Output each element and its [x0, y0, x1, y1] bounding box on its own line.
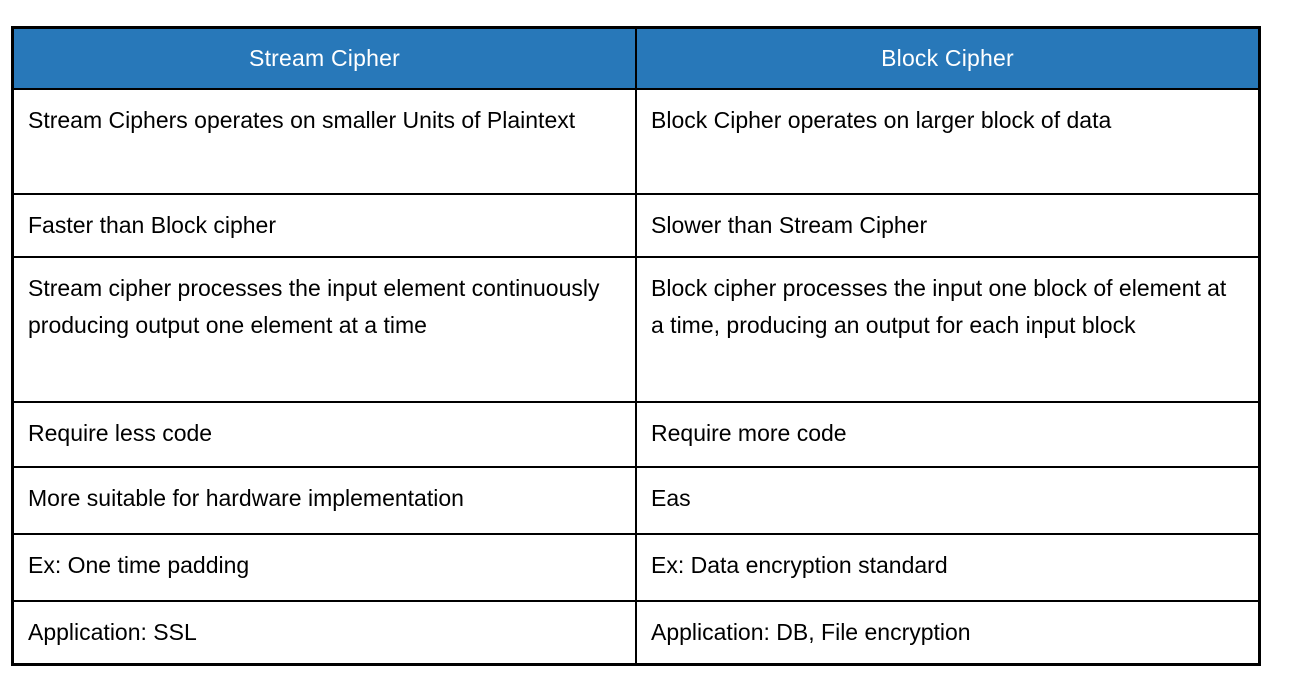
- stream-cipher-cell: Faster than Block cipher: [11, 192, 637, 258]
- header-row: Stream Cipher Block Cipher: [11, 26, 1261, 90]
- column-header-block-cipher: Block Cipher: [635, 26, 1261, 90]
- stream-cipher-cell: Stream Ciphers operates on smaller Units…: [11, 87, 637, 195]
- block-cipher-cell: Application: DB, File encryption: [635, 599, 1261, 665]
- stream-cipher-cell: Stream cipher processes the input elemen…: [11, 255, 637, 403]
- block-cipher-cell: Block cipher processes the input one blo…: [635, 255, 1261, 403]
- stream-cipher-cell: Require less code: [11, 400, 637, 468]
- column-header-stream-cipher: Stream Cipher: [11, 26, 637, 90]
- block-cipher-cell: Eas: [635, 465, 1261, 535]
- block-cipher-cell: Slower than Stream Cipher: [635, 192, 1261, 258]
- table-row: Stream cipher processes the input elemen…: [11, 255, 1261, 403]
- block-cipher-cell: Block Cipher operates on larger block of…: [635, 87, 1261, 195]
- cipher-comparison-table: Stream Cipher Block Cipher Stream Cipher…: [11, 26, 1261, 666]
- stream-cipher-cell: Application: SSL: [11, 599, 637, 665]
- cipher-comparison-table-container: Stream Cipher Block Cipher Stream Cipher…: [11, 26, 1261, 666]
- table-row: Application: SSL Application: DB, File e…: [11, 599, 1261, 665]
- table-row: More suitable for hardware implementatio…: [11, 465, 1261, 535]
- table-row: Require less code Require more code: [11, 400, 1261, 468]
- table-row: Stream Ciphers operates on smaller Units…: [11, 87, 1261, 195]
- stream-cipher-cell: More suitable for hardware implementatio…: [11, 465, 637, 535]
- table-row: Faster than Block cipher Slower than Str…: [11, 192, 1261, 258]
- block-cipher-cell: Ex: Data encryption standard: [635, 532, 1261, 602]
- block-cipher-cell: Require more code: [635, 400, 1261, 468]
- stream-cipher-cell: Ex: One time padding: [11, 532, 637, 602]
- table-row: Ex: One time padding Ex: Data encryption…: [11, 532, 1261, 602]
